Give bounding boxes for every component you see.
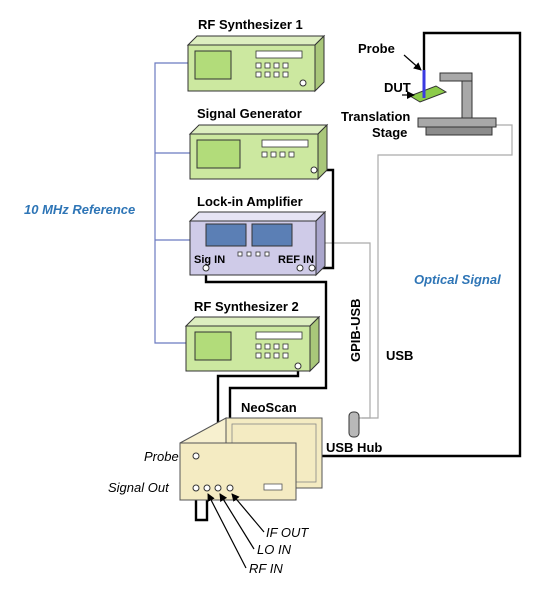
signal-generator (188, 123, 329, 181)
label-usb: USB (386, 348, 413, 363)
label-sig-in: Sig IN (194, 254, 225, 266)
label-10mhz-reference: 10 MHz Reference (24, 202, 135, 217)
label-stage: Stage (372, 125, 407, 140)
rf-synthesizer-2 (184, 315, 321, 373)
label-lockin-amplifier: Lock-in Amplifier (197, 194, 303, 209)
label-rf-synthesizer-2: RF Synthesizer 2 (194, 299, 299, 314)
label-ref-in: REF IN (278, 254, 314, 266)
label-optical-signal: Optical Signal (414, 272, 501, 287)
label-rf-in: RF IN (249, 561, 283, 576)
label-dut: DUT (384, 80, 411, 95)
label-if-out: IF OUT (266, 525, 309, 540)
annotation-arrows (207, 54, 422, 569)
usb-hub (348, 411, 360, 438)
rf-synthesizer-1 (186, 34, 326, 93)
translation-stage (408, 72, 497, 136)
label-usb-hub: USB Hub (326, 440, 382, 455)
label-rf-synthesizer-1: RF Synthesizer 1 (198, 17, 303, 32)
lockin-amplifier (188, 210, 327, 277)
label-signal-out: Signal Out (108, 480, 170, 495)
label-probe-top: Probe (358, 41, 395, 56)
label-signal-generator: Signal Generator (197, 106, 302, 121)
label-probe-left: Probe (144, 449, 179, 464)
neoscan-unit (179, 417, 323, 501)
signal-cables (194, 31, 522, 522)
label-lo-in: LO IN (257, 542, 292, 557)
label-neoscan: NeoScan (241, 400, 297, 415)
label-translation: Translation (341, 109, 410, 124)
reference-bus (154, 62, 190, 344)
usb-cables (312, 124, 513, 419)
label-gpib-usb: GPIB-USB (348, 298, 363, 362)
